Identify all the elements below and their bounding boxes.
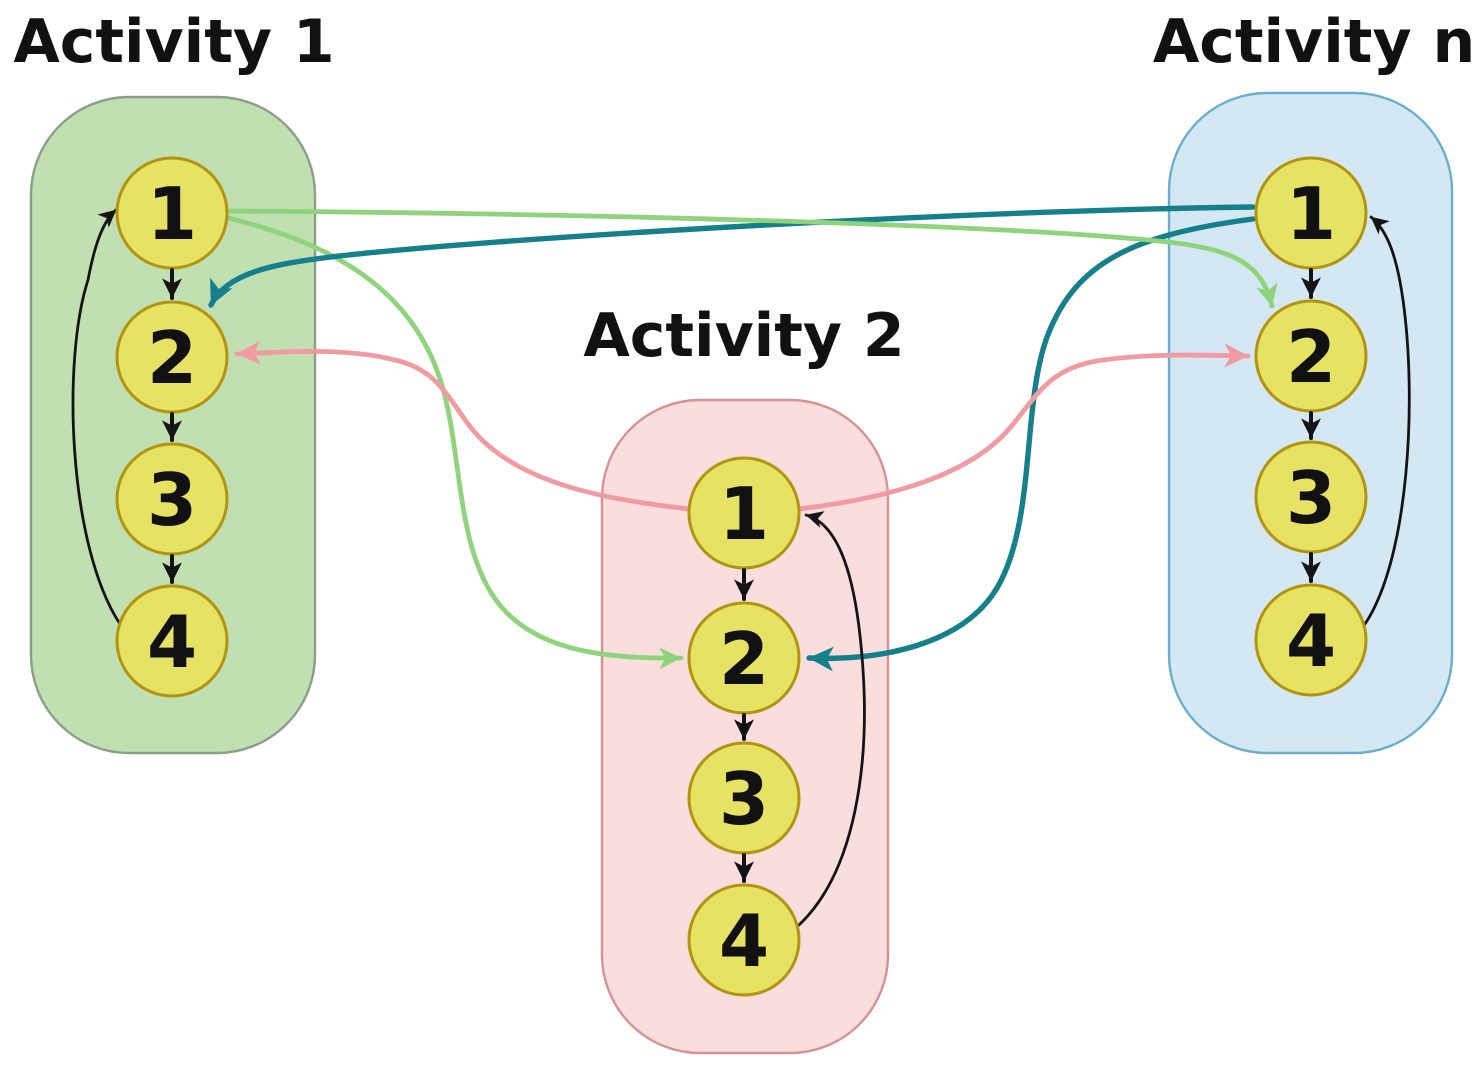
activity-1-title: Activity 1 bbox=[13, 7, 334, 77]
activity-2-node-1-label: 1 bbox=[719, 472, 769, 556]
activity-n-feedback-edge-4-to-1 bbox=[1363, 215, 1411, 626]
activity-n-node-4-label: 4 bbox=[1286, 599, 1336, 683]
cross-activity-edges bbox=[208, 204, 1278, 672]
activity-2-node-2-label: 2 bbox=[719, 617, 769, 701]
activity-2-group: 1 2 3 4 bbox=[687, 456, 866, 997]
activity-n-group: 1 2 3 4 bbox=[1254, 156, 1411, 697]
activity-2-node-3-label: 3 bbox=[719, 757, 769, 841]
activity-2-node-4 bbox=[687, 883, 801, 997]
activity-n-title: Activity n bbox=[1153, 7, 1475, 77]
activity-2-node-4-label: 4 bbox=[719, 899, 769, 983]
activity-1-node-1-label: 1 bbox=[147, 172, 197, 256]
edge-activityn-node1-to-activity1-node2 bbox=[208, 204, 1256, 308]
edge-activity2-node1-to-activity1-node2 bbox=[234, 340, 692, 512]
edge-activity1-node1-to-activityn-node2 bbox=[225, 208, 1278, 309]
activity-n-node-4 bbox=[1254, 583, 1368, 697]
activity-1-node-4 bbox=[115, 584, 229, 698]
activity-1-group: 1 2 3 4 bbox=[71, 156, 229, 698]
activity-1-feedback-edge-4-to-1 bbox=[71, 208, 122, 626]
activity-n-node-2-label: 2 bbox=[1286, 315, 1336, 399]
activity-n-node-3-label: 3 bbox=[1286, 456, 1336, 540]
activity-2-feedback-edge-4-to-1 bbox=[797, 511, 866, 927]
activity-n-node-1-label: 1 bbox=[1286, 172, 1336, 256]
activity-2-title: Activity 2 bbox=[583, 301, 904, 371]
edge-activityn-node1-to-activity2-node2 bbox=[806, 216, 1256, 672]
activity-1-node-3-label: 3 bbox=[147, 458, 197, 542]
edge-activity2-node1-to-activityn-node2 bbox=[796, 343, 1251, 512]
activity-1-node-2-label: 2 bbox=[147, 316, 197, 400]
activity-1-node-4-label: 4 bbox=[147, 600, 197, 684]
edge-activity1-node1-to-activity2-node2 bbox=[225, 215, 684, 670]
